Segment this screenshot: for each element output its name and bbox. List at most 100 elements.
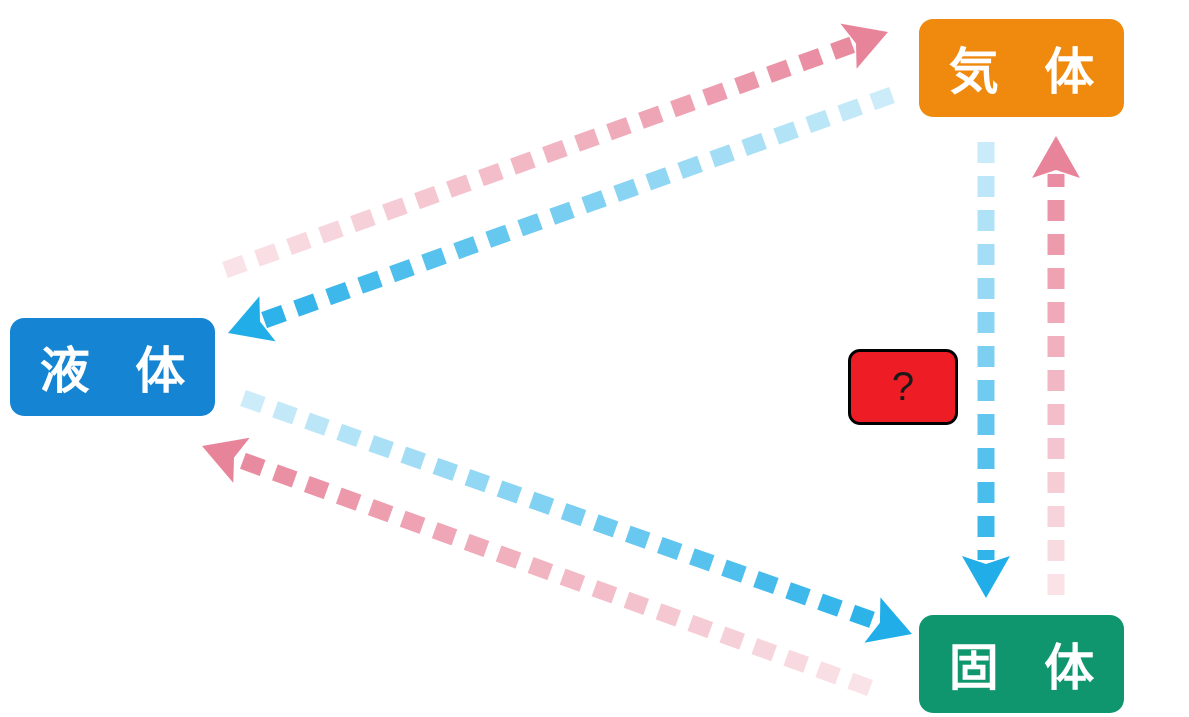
arrow-dash (656, 536, 683, 561)
arrow-dash (592, 514, 619, 538)
arrow-dash (367, 499, 394, 523)
arrow-dash (303, 475, 330, 500)
arrow-dash (753, 570, 779, 595)
arrow-dash (357, 270, 383, 294)
arrow-gas-to-solid (962, 142, 1010, 598)
solid-label: 固 体 (948, 639, 1109, 697)
arrow-dash (709, 144, 735, 168)
arrow-dash (510, 151, 536, 175)
arrow-dash (798, 48, 824, 72)
arrow-dash (574, 128, 600, 152)
arrow-dash (849, 604, 875, 628)
arrow-dash (325, 281, 351, 306)
arrow-dash (485, 224, 511, 248)
arrow-dash (432, 457, 459, 481)
arrow-solid-to-gas (1032, 136, 1080, 595)
arrow-dash (645, 167, 671, 191)
arrow-liquid-to-gas (222, 23, 888, 279)
arrow-dash (336, 423, 362, 447)
arrow-dash (830, 36, 856, 60)
gas-label: 気 体 (948, 43, 1109, 101)
arrow-dash (293, 293, 319, 317)
arrow-dash (389, 259, 415, 283)
arrow-gas-to-liquid (228, 86, 895, 342)
arrow-dash (272, 401, 298, 425)
arrow-dash (400, 446, 426, 470)
arrow-dash (815, 661, 841, 685)
arrow-dash (613, 178, 639, 202)
arrow-dash (817, 593, 843, 617)
arrow-dash (350, 208, 376, 233)
arrow-dash (655, 603, 682, 627)
arrow-dash (453, 236, 479, 260)
arrow-dash (222, 254, 248, 279)
arrow-dash (837, 98, 863, 122)
arrow-dash (464, 469, 491, 493)
arrow-dash (517, 213, 543, 237)
arrow-dash (286, 231, 312, 256)
arrow-head (840, 23, 888, 69)
arrow-dash (591, 580, 618, 604)
arrow-dash (254, 243, 280, 267)
arrow-head (1032, 136, 1080, 178)
solid-node: 固 体 (919, 615, 1124, 713)
arrow-dash (677, 155, 703, 179)
arrow-dash (734, 71, 760, 95)
arrow-dash (335, 487, 362, 511)
arrow-dash (805, 109, 831, 134)
arrow-dash (421, 247, 447, 271)
arrow-dash (766, 59, 792, 83)
arrow-dash (638, 105, 664, 129)
arrow-dash (304, 412, 330, 436)
liquid-node: 液 体 (10, 318, 215, 416)
arrow-dash (869, 86, 895, 111)
arrow-dash (670, 94, 696, 118)
arrow-head (228, 296, 276, 342)
arrow-dash (368, 435, 394, 459)
arrow-dash (623, 591, 650, 615)
arrow-dash (240, 389, 266, 414)
arrow-dash (239, 452, 266, 476)
arrow-dash (741, 132, 767, 157)
arrow-dash (272, 464, 298, 488)
arrow-dash (446, 174, 472, 198)
unknown-transition-label: ? (848, 349, 958, 425)
arrow-dash (783, 649, 809, 673)
arrow-dash (495, 545, 522, 569)
arrow-dash (606, 117, 632, 141)
arrow-dash (431, 522, 458, 546)
arrow-dash (751, 638, 778, 662)
arrow-dash (773, 121, 799, 145)
arrow-head (202, 437, 250, 483)
liquid-label: 液 体 (39, 342, 200, 400)
unknown-transition-text: ? (891, 364, 915, 409)
arrow-head (962, 556, 1010, 598)
arrow-dash (382, 197, 408, 221)
arrow-dash (702, 82, 728, 106)
arrow-dash (496, 480, 523, 504)
arrow-dash (414, 185, 440, 210)
arrow-dash (559, 568, 586, 592)
arrow-dash (542, 139, 568, 164)
arrow-dash (687, 614, 714, 639)
arrow-dash (399, 510, 426, 534)
arrow-dash (261, 304, 287, 329)
arrow-dash (624, 525, 651, 549)
gas-node: 気 体 (919, 19, 1124, 117)
arrow-dash (581, 190, 607, 214)
arrow-dash (560, 503, 587, 527)
arrow-dash (719, 626, 746, 650)
arrow-dash (527, 557, 554, 581)
arrow-dash (528, 491, 555, 515)
arrow-solid-to-liquid (202, 437, 873, 696)
arrow-dash (463, 533, 490, 557)
arrow-dash (847, 672, 873, 696)
arrow-dash (785, 582, 811, 606)
arrow-dash (318, 220, 344, 244)
arrow-dash (721, 559, 747, 583)
arrow-head (864, 597, 912, 643)
arrow-dash (549, 201, 575, 225)
arrow-dash (689, 548, 715, 572)
arrow-liquid-to-solid (240, 389, 912, 643)
